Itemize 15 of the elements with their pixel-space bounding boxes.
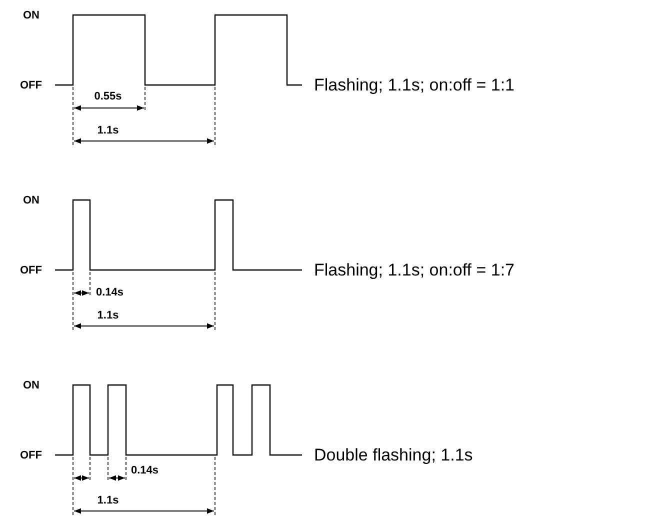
waveform-caption: Flashing; 1.1s; on:off = 1:1 bbox=[314, 76, 515, 94]
signal-level-label: ON bbox=[23, 380, 40, 392]
dimension-label: 0.14s bbox=[131, 466, 159, 476]
dimension-label: 1.1s bbox=[97, 126, 119, 136]
dimension-label: 1.1s bbox=[97, 496, 119, 506]
waveform-caption: Flashing; 1.1s; on:off = 1:7 bbox=[314, 262, 515, 278]
waveform-caption: Double flashing; 1.1s bbox=[314, 446, 473, 464]
signal-level-label: OFF bbox=[20, 80, 42, 92]
signal-level-label: ON bbox=[23, 10, 40, 22]
dimension-label: 1.1s bbox=[97, 310, 119, 322]
signal-level-label: OFF bbox=[20, 266, 42, 276]
dimension-label: 0.55s bbox=[94, 92, 122, 102]
signal-level-label: OFF bbox=[20, 450, 42, 462]
signal-level-label: ON bbox=[23, 196, 40, 206]
dimension-label: 0.14s bbox=[96, 288, 124, 298]
